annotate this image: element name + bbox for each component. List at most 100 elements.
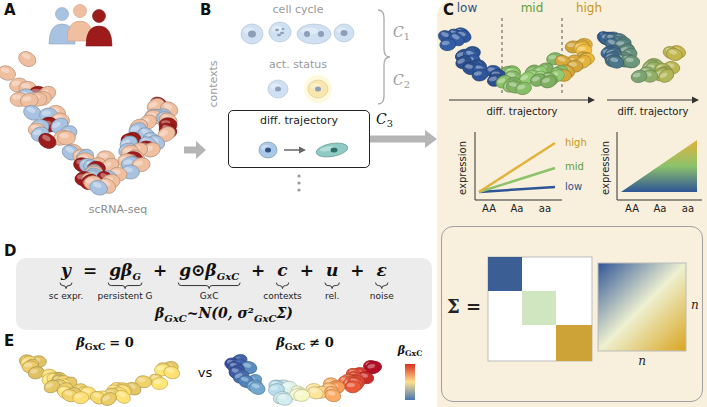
covariance-box: Σ =nn <box>441 226 703 402</box>
context-symbol: C2 <box>393 72 410 88</box>
cell-highlight <box>153 379 161 384</box>
cell-body <box>151 377 168 390</box>
cell <box>241 24 263 44</box>
label-text: B <box>200 1 211 19</box>
cell-body <box>630 69 648 84</box>
brace-label: rel. <box>325 291 339 301</box>
cell-highlight <box>296 391 304 396</box>
cell-highlight <box>102 395 111 402</box>
nucleus <box>280 32 284 34</box>
cell <box>324 388 343 404</box>
cell-highlight <box>75 394 83 399</box>
cell-body <box>297 24 331 44</box>
panel-text: aa <box>539 203 551 214</box>
cell <box>57 131 75 146</box>
panel-text-wrap: low <box>565 181 582 193</box>
panel-text: high <box>565 137 587 148</box>
cell-highlight <box>21 52 31 61</box>
cell-body <box>334 24 354 42</box>
cell-highlight <box>166 367 175 373</box>
cell-highlight <box>137 377 145 382</box>
label-text: β <box>76 335 85 350</box>
person-head <box>74 5 87 18</box>
colorbar-label: βGxC <box>398 345 423 358</box>
cell-highlight <box>610 57 619 63</box>
nucleus <box>281 28 284 30</box>
cell <box>293 389 310 402</box>
panel-text: diff. trajectory <box>486 106 557 117</box>
cell-highlight <box>0 66 10 74</box>
equation-term: + <box>350 261 364 281</box>
cell-highlight <box>45 382 54 389</box>
panel-text: high <box>576 1 602 15</box>
cell <box>345 381 361 393</box>
subscript: GxC <box>217 271 239 282</box>
panel-letter: D <box>4 243 16 260</box>
cell-highlight <box>542 77 551 83</box>
cell-highlight <box>278 395 286 400</box>
cell-cluster <box>595 29 687 85</box>
cell-body <box>665 46 684 62</box>
panel-text: low <box>565 181 582 192</box>
context-panel: Σ =nn low mid high diff. trajectory diff. tra… <box>437 0 707 407</box>
panel-text: AA <box>482 203 496 214</box>
cell-body <box>99 390 119 407</box>
cell-body <box>539 74 558 90</box>
cell <box>248 380 267 396</box>
label-text: ≠ 0 <box>309 335 333 350</box>
cell-body <box>88 178 110 197</box>
panel-letter: A <box>4 2 16 19</box>
panel-text: Aa <box>654 203 667 214</box>
subscript: 1 <box>404 31 410 42</box>
cell <box>162 365 181 381</box>
math-symbol: β <box>155 305 164 321</box>
colorbar <box>405 364 415 400</box>
underbrace <box>108 283 142 289</box>
axis-label: contexts <box>208 60 221 107</box>
flow-arrow <box>184 141 206 159</box>
flow-connector <box>370 136 429 143</box>
cell-body <box>514 81 533 97</box>
caption-text: scRNA-seq <box>89 204 147 217</box>
cell-highlight <box>24 363 32 368</box>
context-label: cell cycle <box>273 4 324 17</box>
panel-text-wrap: expression <box>457 141 469 195</box>
cell <box>151 377 168 390</box>
cell-highlight <box>240 376 249 382</box>
cell-highlight <box>489 76 498 82</box>
cell-body <box>241 24 263 44</box>
equation-box: y=gβG+g⊙βGxC+c+u+εβGxC~N(0, σ²GxCΣ)sc ex… <box>16 258 432 330</box>
cell-highlight <box>309 388 318 394</box>
panel-text-wrap: mid <box>521 2 544 16</box>
cell-body <box>308 80 328 98</box>
cell-highlight <box>517 84 526 90</box>
cell-highlight <box>134 160 144 167</box>
effect-label: βGxC≠ 0 <box>276 336 334 351</box>
math-symbol: g⊙β <box>179 260 216 280</box>
cell-highlight <box>367 363 376 369</box>
cell <box>656 67 676 85</box>
matrix-block <box>522 291 556 325</box>
cell-highlight <box>26 106 36 114</box>
nucleus <box>275 29 279 31</box>
matrix-smooth <box>598 263 686 351</box>
subscript: GxC <box>405 349 422 358</box>
cell <box>471 68 489 83</box>
axis-line <box>607 99 694 100</box>
cell-highlight <box>117 391 126 398</box>
label-text: C <box>376 111 387 127</box>
cell <box>268 80 288 98</box>
equation-term: = <box>83 261 97 281</box>
brace-label-wrap: GxC <box>200 291 219 301</box>
cell-highlight <box>457 58 466 65</box>
panel-text-wrap: diff. trajectory <box>617 106 688 118</box>
cell <box>269 22 291 42</box>
cell-body <box>471 68 489 83</box>
label-text: β <box>398 344 405 357</box>
cell-body <box>259 142 277 158</box>
brace-label-wrap: persistent G <box>98 291 153 301</box>
subscript: GxC <box>85 341 105 352</box>
cell-body <box>57 131 75 146</box>
math-symbol: Σ) <box>276 305 293 321</box>
cell-highlight <box>531 76 540 83</box>
